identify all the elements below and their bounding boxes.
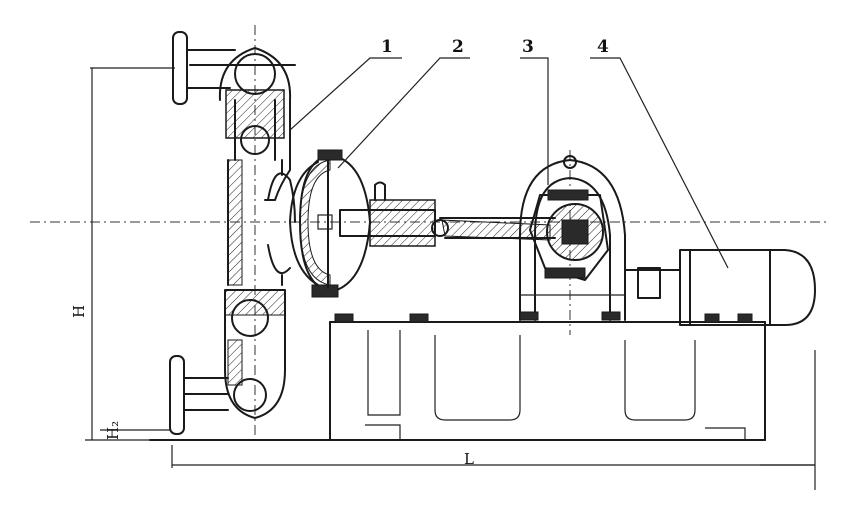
callout-3: 3	[522, 37, 534, 57]
dimension-l: L	[464, 450, 474, 468]
callout-4: 4	[597, 37, 609, 57]
callout-1: 1	[381, 37, 393, 57]
leader-lines	[289, 57, 729, 269]
dimension-h2: H₂	[104, 421, 122, 440]
gear-housing	[519, 155, 626, 321]
flanges	[169, 31, 296, 435]
shaft-rod	[339, 181, 556, 247]
callout-2: 2	[452, 37, 464, 57]
motor	[624, 249, 816, 326]
base-bolts	[334, 313, 429, 323]
dimension-lines	[85, 67, 816, 490]
diaphragm-chamber	[289, 149, 371, 298]
base-frame	[149, 321, 766, 441]
pump-body	[218, 47, 296, 419]
dimension-h: H	[70, 305, 88, 318]
